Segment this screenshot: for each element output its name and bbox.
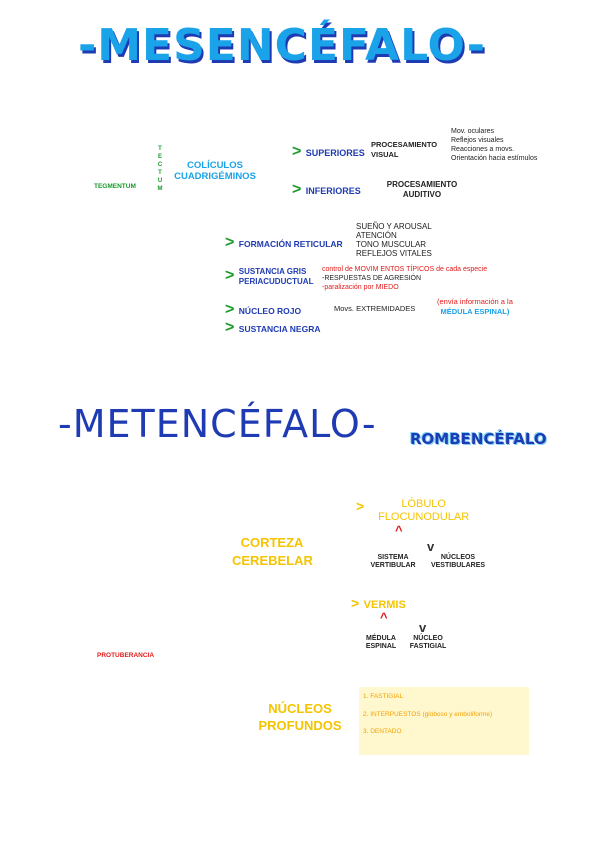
movs-label: Movs. EXTREMIDADES [334, 304, 416, 313]
nucleo-item: 2. INTERPUESTOS (globoso y emboliforme) [363, 711, 493, 718]
nucleo-rojo-label: NÚCLEO ROJO [238, 306, 302, 316]
tectum-text: TECTUM [157, 146, 163, 192]
formacion-item: SUEÑO Y AROUSAL [356, 222, 432, 231]
caret-up-icon: ^ [395, 523, 403, 538]
visual-items: Mov. oculares Reflejos visuales Reaccion… [451, 127, 537, 163]
chevron-right-icon: > [225, 301, 235, 318]
vermis-label: VERMIS [363, 599, 406, 611]
caret-up-icon: ^ [380, 610, 388, 625]
superiores-row: > SUPERIORES [292, 143, 365, 161]
proc-visual-label: PROCESAMIENTO VISUAL [371, 140, 438, 159]
sistema-vert-label: SISTEMA VERTIBULAR [370, 554, 416, 569]
sustancia-negra-row: > SUSTANCIA NEGRA [225, 319, 321, 337]
visual-item: Orientación hacia estímulos [451, 155, 538, 162]
formacion-item: REFLEJOS VITALES [356, 249, 432, 258]
nucleos-vest-label: NÚCLEOS VESTIBULARES [430, 554, 486, 569]
mesencefalo-title: -MESENCÉFALO- [78, 20, 487, 71]
gris-note: control de MOVIM ENTOS TÍPICOS de cada e… [322, 266, 488, 273]
superiores-label: SUPERIORES [305, 148, 365, 158]
nucleos-prof-label: NÚCLEOS PROFUNDOS [258, 701, 342, 733]
nucleo-fast-label: NÚCLEO FASTIGIAL [409, 635, 447, 650]
tectum-label: TECTUM [156, 145, 164, 193]
formacion-items: SUEÑO Y AROUSAL ATENCIÓN TONO MUSCULAR R… [356, 222, 432, 258]
nucleos-list-note: 1. FASTIGIAL 2. INTERPUESTOS (globoso y … [359, 687, 529, 755]
envia-note: (envía información a la MÉDULA ESPINAL) [437, 297, 513, 317]
sustancia-gris-notes: control de MOVIM ENTOS TÍPICOS de cada e… [322, 265, 487, 292]
nucleo-item: 1. FASTIGIAL [363, 693, 404, 700]
lobulo-row: > LÓBULO FLOCUNODULAR [356, 498, 479, 525]
visual-item: Reflejos visuales [451, 137, 504, 144]
chevron-right-icon: > [225, 267, 235, 284]
nucleo-item: 3. DENTADO [363, 728, 402, 735]
sustancia-gris-label: SUSTANCIA GRIS PERIACUDUCTUAL [238, 267, 314, 286]
inferiores-row: > INFERIORES [292, 181, 361, 199]
formacion-row: > FORMACIÓN RETICULAR [225, 234, 343, 252]
visual-item: Reacciones a movs. [451, 146, 515, 153]
chevron-right-icon: > [292, 181, 302, 198]
chevron-right-icon: > [356, 498, 365, 514]
vermis-row: > VERMIS [351, 595, 406, 613]
medula-text: MÉDULA ESPINAL) [440, 307, 510, 316]
formacion-item: ATENCIÓN [356, 231, 397, 240]
rombencefalo-label: ROMBENCÉFALO [410, 430, 547, 448]
coliculos-label: COLÍCULOS CUADRIGÉMINOS [174, 160, 256, 182]
formacion-label: FORMACIÓN RETICULAR [238, 239, 343, 249]
chevron-down-icon: v [427, 539, 435, 554]
inferiores-label: INFERIORES [305, 186, 361, 196]
sustancia-gris-row: > SUSTANCIA GRIS PERIACUDUCTUAL [225, 267, 321, 289]
medula-esp-label: MÉDULA ESPINAL [365, 635, 397, 650]
chevron-right-icon: > [225, 234, 235, 251]
protuberancia-label: PROTUBERANCIA [97, 652, 155, 659]
gris-note: -paralización por MIEDO [322, 284, 399, 291]
nucleo-rojo-row: > NÚCLEO ROJO [225, 301, 301, 319]
metencefalo-title: -METENCÉFALO- [58, 402, 377, 446]
gris-note: -RESPUESTAS DE AGRESIÓN [322, 275, 422, 282]
sustancia-negra-label: SUSTANCIA NEGRA [238, 324, 321, 334]
chevron-right-icon: > [225, 319, 235, 336]
chevron-right-icon: > [292, 143, 302, 160]
chevron-right-icon: > [351, 595, 360, 611]
tegmentum-label: TEGMENTUM [94, 183, 136, 190]
corteza-label: CORTEZA CEREBELAR [232, 535, 313, 568]
envia-text: (envía información a la [437, 297, 513, 306]
proc-auditivo-label: PROCESAMIENTO AUDITIVO [386, 180, 458, 199]
lobulo-label: LÓBULO FLOCUNODULAR [378, 498, 470, 523]
chevron-down-icon: v [419, 620, 427, 635]
visual-item: Mov. oculares [451, 128, 495, 135]
formacion-item: TONO MUSCULAR [356, 240, 427, 249]
